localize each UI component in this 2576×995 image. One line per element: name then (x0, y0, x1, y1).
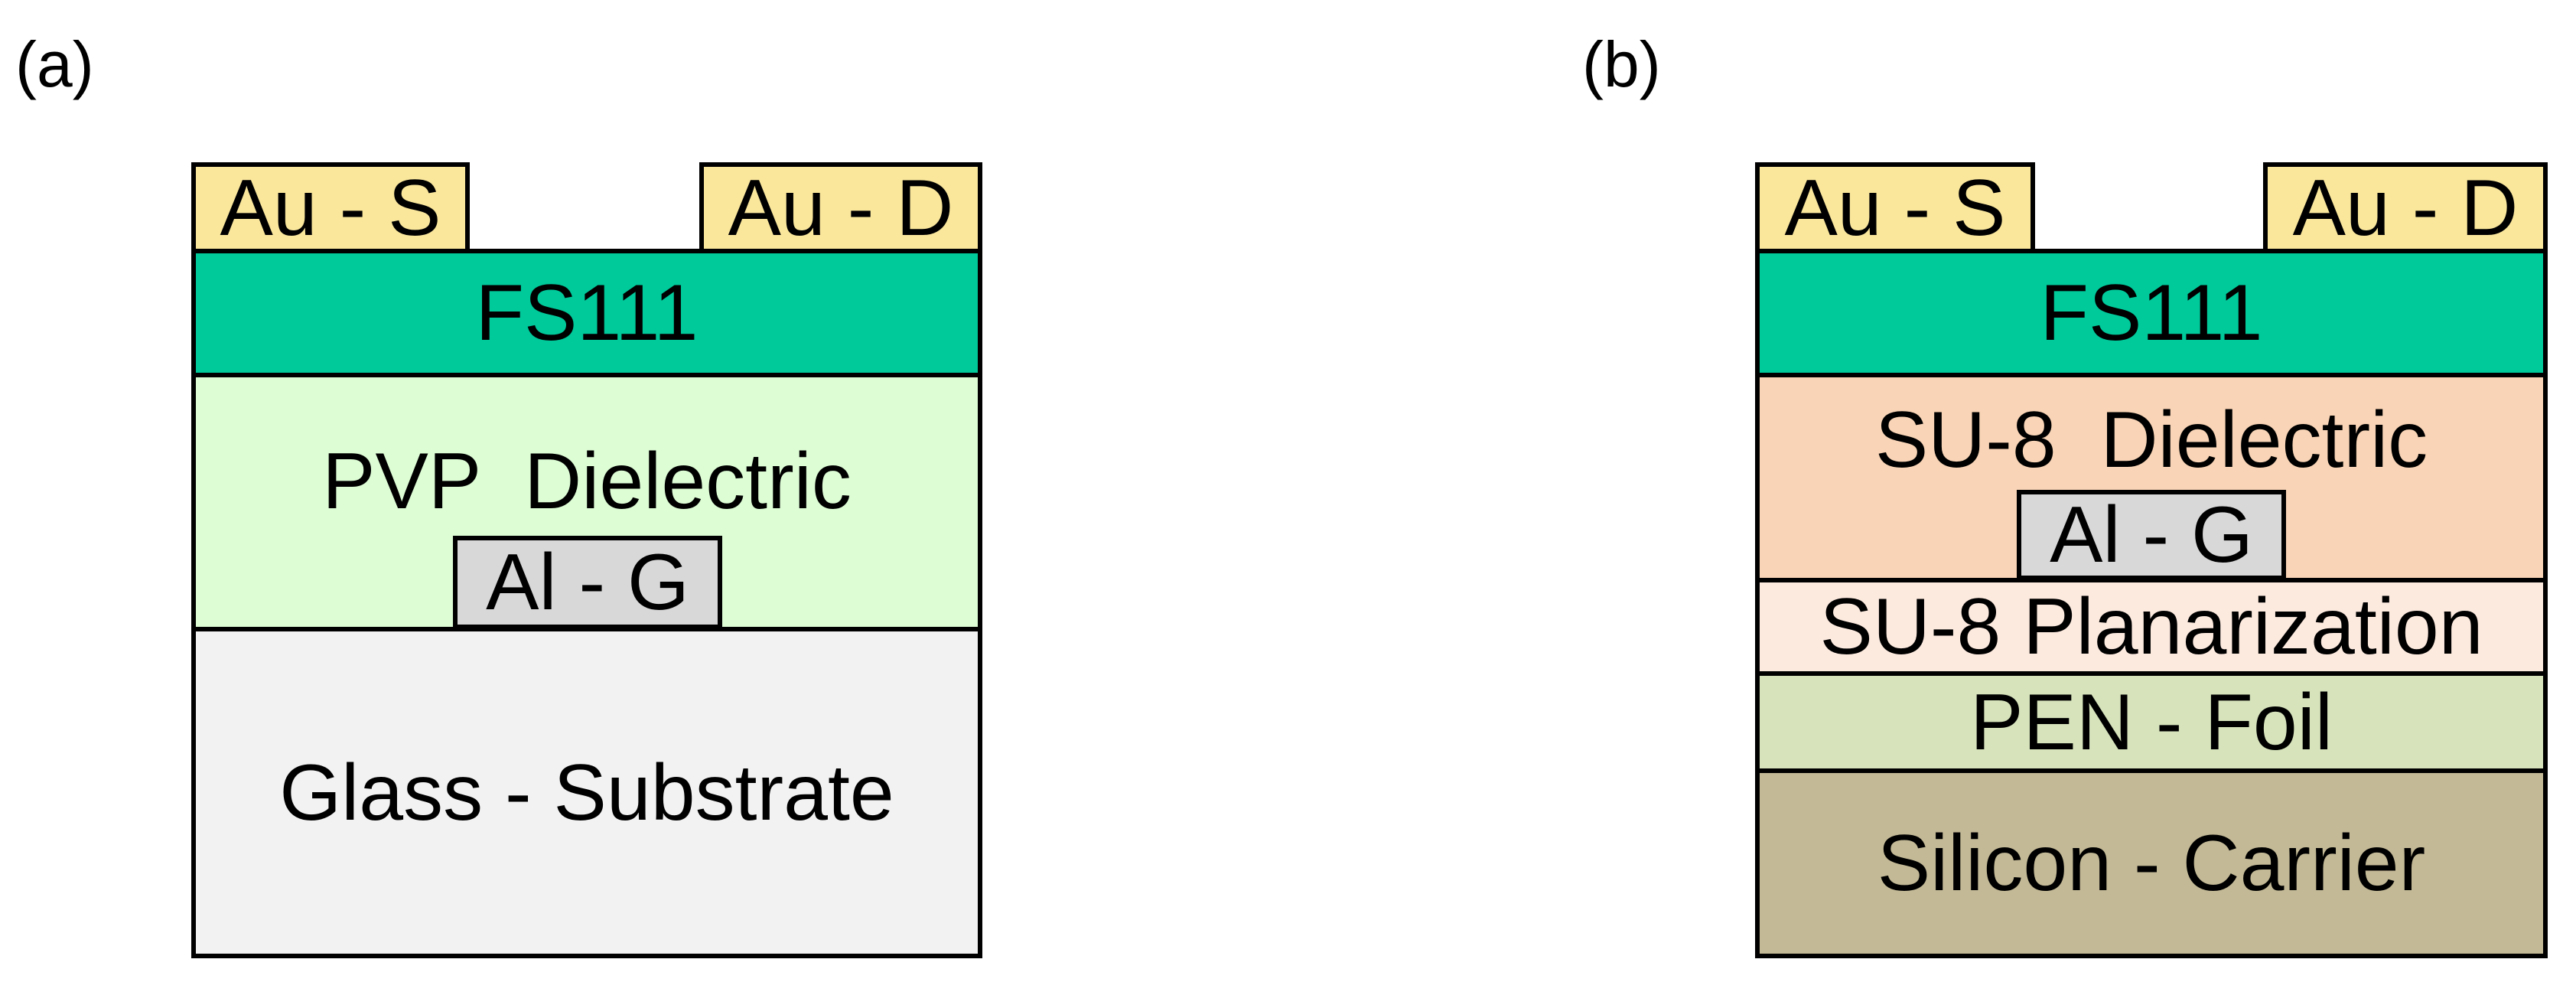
au-source-a: Au - S (191, 162, 470, 253)
al-gate-b: Al - G (2017, 490, 2286, 580)
fs111-label-a: FS111 (475, 269, 699, 357)
al-gate-a: Al - G (453, 536, 722, 629)
pen-foil-label: PEN - Foil (1970, 677, 2333, 767)
fs111-layer-b: FS111 (1755, 249, 2548, 377)
au-source-a-label: Au - S (220, 163, 441, 253)
fs111-layer-a: FS111 (191, 249, 982, 377)
panel-a-label: (a) (15, 28, 94, 100)
al-gate-a-label: Al - G (486, 538, 689, 627)
panel-b-label: (b) (1582, 28, 1661, 100)
au-drain-b: Au - D (2263, 162, 2548, 253)
al-gate-b-label: Al - G (2050, 491, 2253, 579)
silicon-carrier-layer: Silicon - Carrier (1755, 768, 2548, 958)
au-drain-b-label: Au - D (2292, 163, 2519, 253)
su8-planarization-label: SU-8 Planarization (1819, 582, 2483, 671)
pvp-dielectric-label: PVP Dielectric (322, 437, 852, 526)
au-drain-a: Au - D (699, 162, 982, 253)
au-source-b: Au - S (1755, 162, 2035, 253)
glass-substrate-label: Glass - Substrate (279, 748, 894, 837)
su8-dielectric-label: SU-8 Dielectric (1874, 396, 2428, 484)
fs111-label-b: FS111 (2040, 269, 2263, 357)
su8-planarization-layer: SU-8 Planarization (1755, 578, 2548, 676)
silicon-carrier-label: Silicon - Carrier (1877, 819, 2426, 908)
au-drain-a-label: Au - D (728, 163, 954, 253)
au-source-b-label: Au - S (1784, 163, 2006, 253)
glass-substrate-layer: Glass - Substrate (191, 627, 982, 958)
pen-foil-layer: PEN - Foil (1755, 671, 2548, 773)
